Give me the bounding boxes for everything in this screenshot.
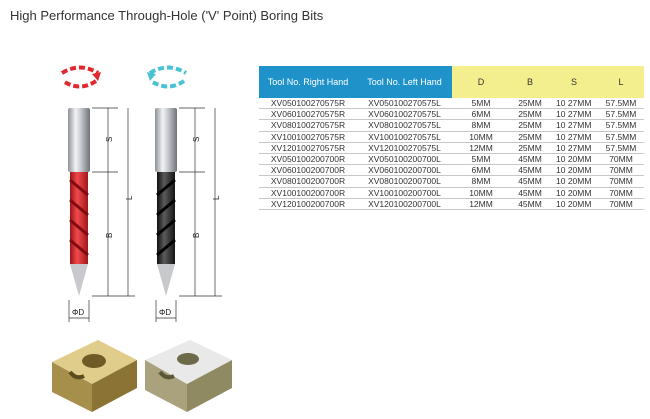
- cell-right-tool: XV050100270575R: [259, 98, 357, 110]
- table-row: XV080100200700R XV080100200700L 8MM 45MM…: [259, 175, 644, 188]
- cell-b: 25MM: [510, 108, 550, 121]
- cell-s: 10 27MM: [550, 131, 598, 143]
- label-s-right: S: [105, 137, 114, 142]
- cell-right-tool: XV050100200700R: [259, 153, 357, 166]
- cell-l: 57.5MM: [598, 142, 644, 155]
- table-row: XV050100270575R XV050100270575L 5MM 25MM…: [259, 98, 644, 110]
- table-row: XV050100200700R XV050100200700L 5MM 45MM…: [259, 153, 644, 166]
- table-row: XV100100200700R XV100100200700L 10MM 45M…: [259, 187, 644, 199]
- table-row: XV080100270575R XV080100270575L 8MM 25MM…: [259, 119, 644, 132]
- table-row: XV060100200700R XV060100200700L 6MM 45MM…: [259, 164, 644, 177]
- cell-l: 57.5MM: [598, 131, 644, 143]
- cell-l: 57.5MM: [598, 119, 644, 132]
- cell-d: 6MM: [452, 164, 510, 177]
- cell-left-tool: XV060100270575L: [357, 108, 452, 121]
- header-left-hand: Tool No. Left Hand: [357, 66, 452, 98]
- header-s: S: [550, 66, 598, 98]
- cell-s: 10 27MM: [550, 119, 598, 132]
- header-l: L: [598, 66, 644, 98]
- clockwise-rotation-icon: [60, 65, 101, 89]
- cell-left-tool: XV050100200700L: [357, 153, 452, 166]
- cell-b: 25MM: [510, 142, 550, 155]
- cell-d: 8MM: [452, 175, 510, 188]
- cell-b: 45MM: [510, 164, 550, 177]
- cell-s: 10 20MM: [550, 153, 598, 166]
- cell-d: 5MM: [452, 153, 510, 166]
- cell-right-tool: XV080100270575R: [259, 119, 357, 132]
- cell-d: 10MM: [452, 187, 510, 199]
- right-hand-bit-red: [68, 108, 90, 296]
- cell-b: 25MM: [510, 119, 550, 132]
- cell-d: 5MM: [452, 98, 510, 110]
- cell-d: 6MM: [452, 108, 510, 121]
- cell-right-tool: XV120100200700R: [259, 198, 357, 211]
- cell-right-tool: XV060100200700R: [259, 164, 357, 177]
- label-s-left: S: [192, 137, 201, 142]
- cell-left-tool: XV050100270575L: [357, 98, 452, 110]
- cell-s: 10 20MM: [550, 175, 598, 188]
- cell-b: 45MM: [510, 153, 550, 166]
- particle-board-block: [145, 340, 232, 412]
- header-b: B: [510, 66, 550, 98]
- cell-s: 10 27MM: [550, 142, 598, 155]
- cell-s: 10 20MM: [550, 164, 598, 177]
- cell-right-tool: XV060100270575R: [259, 108, 357, 121]
- cell-d: 12MM: [452, 198, 510, 211]
- counterclockwise-rotation-icon: [147, 65, 188, 89]
- cell-l: 70MM: [598, 187, 644, 199]
- left-hand-bit-black: [155, 108, 177, 296]
- cell-d: 12MM: [452, 142, 510, 155]
- cell-s: 10 20MM: [550, 198, 598, 211]
- cell-left-tool: XV100100200700L: [357, 187, 452, 199]
- label-l-right: L: [125, 195, 134, 200]
- cell-l: 70MM: [598, 175, 644, 188]
- cell-l: 70MM: [598, 198, 644, 211]
- header-right-hand: Tool No. Right Hand: [259, 66, 357, 98]
- cell-left-tool: XV120100270575L: [357, 142, 452, 155]
- cell-right-tool: XV100100270575R: [259, 131, 357, 143]
- label-d-right: ΦD: [72, 308, 84, 317]
- cell-d: 10MM: [452, 131, 510, 143]
- table-header-row: Tool No. Right Hand Tool No. Left Hand D…: [259, 66, 644, 98]
- spec-table: Tool No. Right Hand Tool No. Left Hand D…: [259, 66, 644, 211]
- cell-b: 25MM: [510, 98, 550, 110]
- label-b-left: B: [192, 233, 201, 238]
- label-l-left: L: [212, 195, 221, 200]
- cell-b: 45MM: [510, 198, 550, 211]
- label-d-left: ΦD: [159, 308, 171, 317]
- cell-left-tool: XV080100200700L: [357, 175, 452, 188]
- page-title: High Performance Through-Hole ('V' Point…: [10, 8, 324, 23]
- table-row: XV060100270575R XV060100270575L 6MM 25MM…: [259, 108, 644, 121]
- cell-left-tool: XV100100270575L: [357, 131, 452, 143]
- table-row: XV100100270575R XV100100270575L 10MM 25M…: [259, 131, 644, 143]
- dimension-lines-right: [68, 107, 135, 322]
- cell-l: 70MM: [598, 164, 644, 177]
- cell-l: 70MM: [598, 153, 644, 166]
- cell-d: 8MM: [452, 119, 510, 132]
- cell-right-tool: XV120100270575R: [259, 142, 357, 155]
- cell-s: 10 27MM: [550, 108, 598, 121]
- cell-left-tool: XV060100200700L: [357, 164, 452, 177]
- boring-bit-illustration: S B L ΦD S B L ΦD: [52, 65, 232, 412]
- dimension-lines-left: [155, 107, 222, 322]
- cell-s: 10 20MM: [550, 187, 598, 199]
- table-row: XV120100200700R XV120100200700L 12MM 45M…: [259, 198, 644, 211]
- wood-block-through-hole: [52, 340, 137, 412]
- cell-right-tool: XV100100200700R: [259, 187, 357, 199]
- cell-left-tool: XV120100200700L: [357, 198, 452, 211]
- header-d: D: [452, 66, 510, 98]
- cell-right-tool: XV080100200700R: [259, 175, 357, 188]
- cell-s: 10 27MM: [550, 98, 598, 110]
- cell-b: 45MM: [510, 175, 550, 188]
- cell-l: 57.5MM: [598, 108, 644, 121]
- label-b-right: B: [105, 233, 114, 238]
- table-row: XV120100270575R XV120100270575L 12MM 25M…: [259, 142, 644, 155]
- cell-b: 25MM: [510, 131, 550, 143]
- cell-l: 57.5MM: [598, 98, 644, 110]
- cell-b: 45MM: [510, 187, 550, 199]
- cell-left-tool: XV080100270575L: [357, 119, 452, 132]
